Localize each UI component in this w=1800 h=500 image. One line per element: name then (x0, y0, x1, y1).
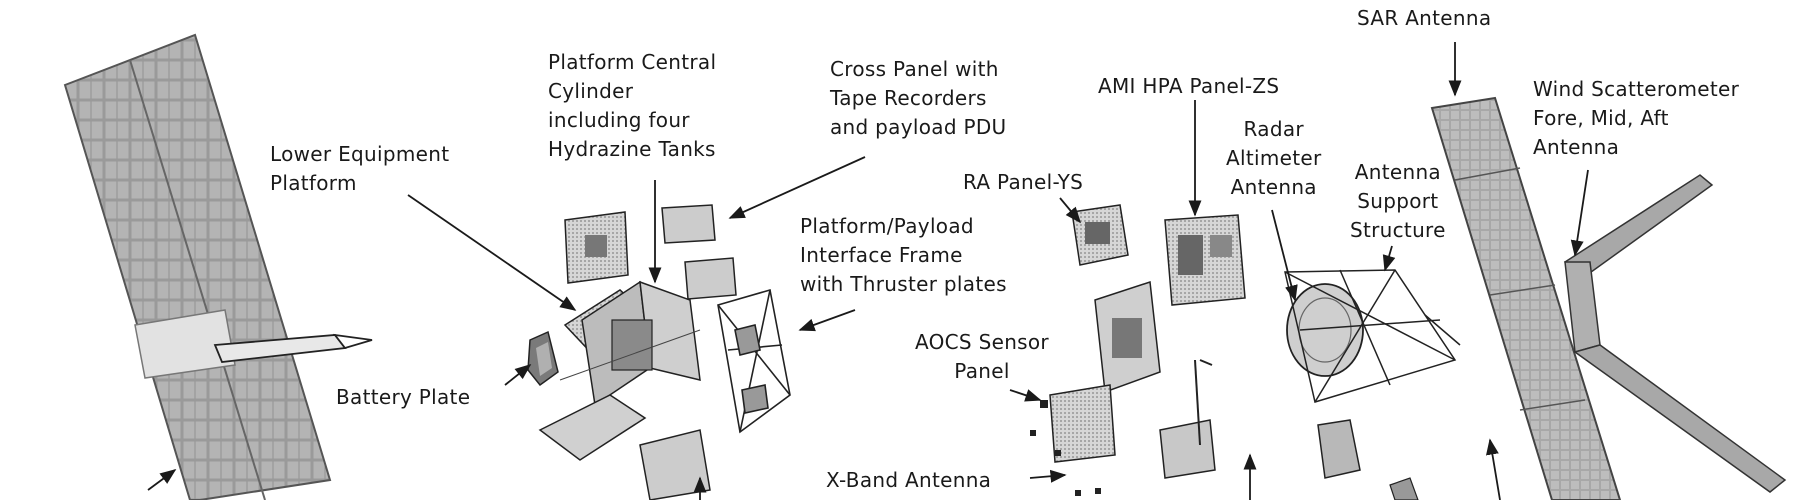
platform-central-cylinder (559, 280, 701, 407)
label-x-band-antenna: X-Band Antenna (826, 468, 992, 492)
label-platform-payload-interface: Platform/Payload Interface Frame with Th… (800, 214, 1007, 296)
antenna-support-structure (1284, 269, 1461, 403)
payload-lower-items (1317, 419, 1419, 500)
solar-array (63, 33, 332, 500)
label-ami-hpa-panel: AMI HPA Panel-ZS (1098, 74, 1280, 98)
label-radar-altimeter-antenna: Radar Altimeter Antenna (1226, 117, 1322, 199)
ra-panel (1071, 204, 1129, 266)
lower-equipment-panels (538, 204, 737, 500)
label-platform-central-cylinder: Platform Central Cylinder including four… (548, 50, 717, 161)
solar-array-drive (213, 333, 373, 363)
label-sar-antenna: SAR Antenna (1357, 6, 1492, 30)
label-antenna-support-structure: Antenna Support Structure (1350, 160, 1446, 242)
payload-module (1049, 281, 1216, 479)
sar-antenna (1430, 96, 1622, 500)
ami-hpa-panel (1164, 214, 1246, 306)
label-wind-scatterometer: Wind Scatterometer Fore, Mid, Aft Antenn… (1533, 77, 1740, 159)
leader-arrows (147, 42, 1589, 500)
battery-plate (527, 330, 559, 387)
label-lower-equipment-platform: Lower Equipment Platform (270, 142, 450, 195)
interface-frame (717, 288, 791, 434)
label-aocs-sensor-panel: AOCS Sensor Panel (915, 330, 1049, 383)
label-cross-panel: Cross Panel with Tape Recorders and payl… (830, 57, 1007, 139)
x-band-antenna-parts (1030, 400, 1101, 496)
wind-scatterometer (1563, 174, 1787, 493)
label-battery-plate: Battery Plate (336, 385, 471, 409)
label-ra-panel: RA Panel-YS (963, 170, 1084, 194)
